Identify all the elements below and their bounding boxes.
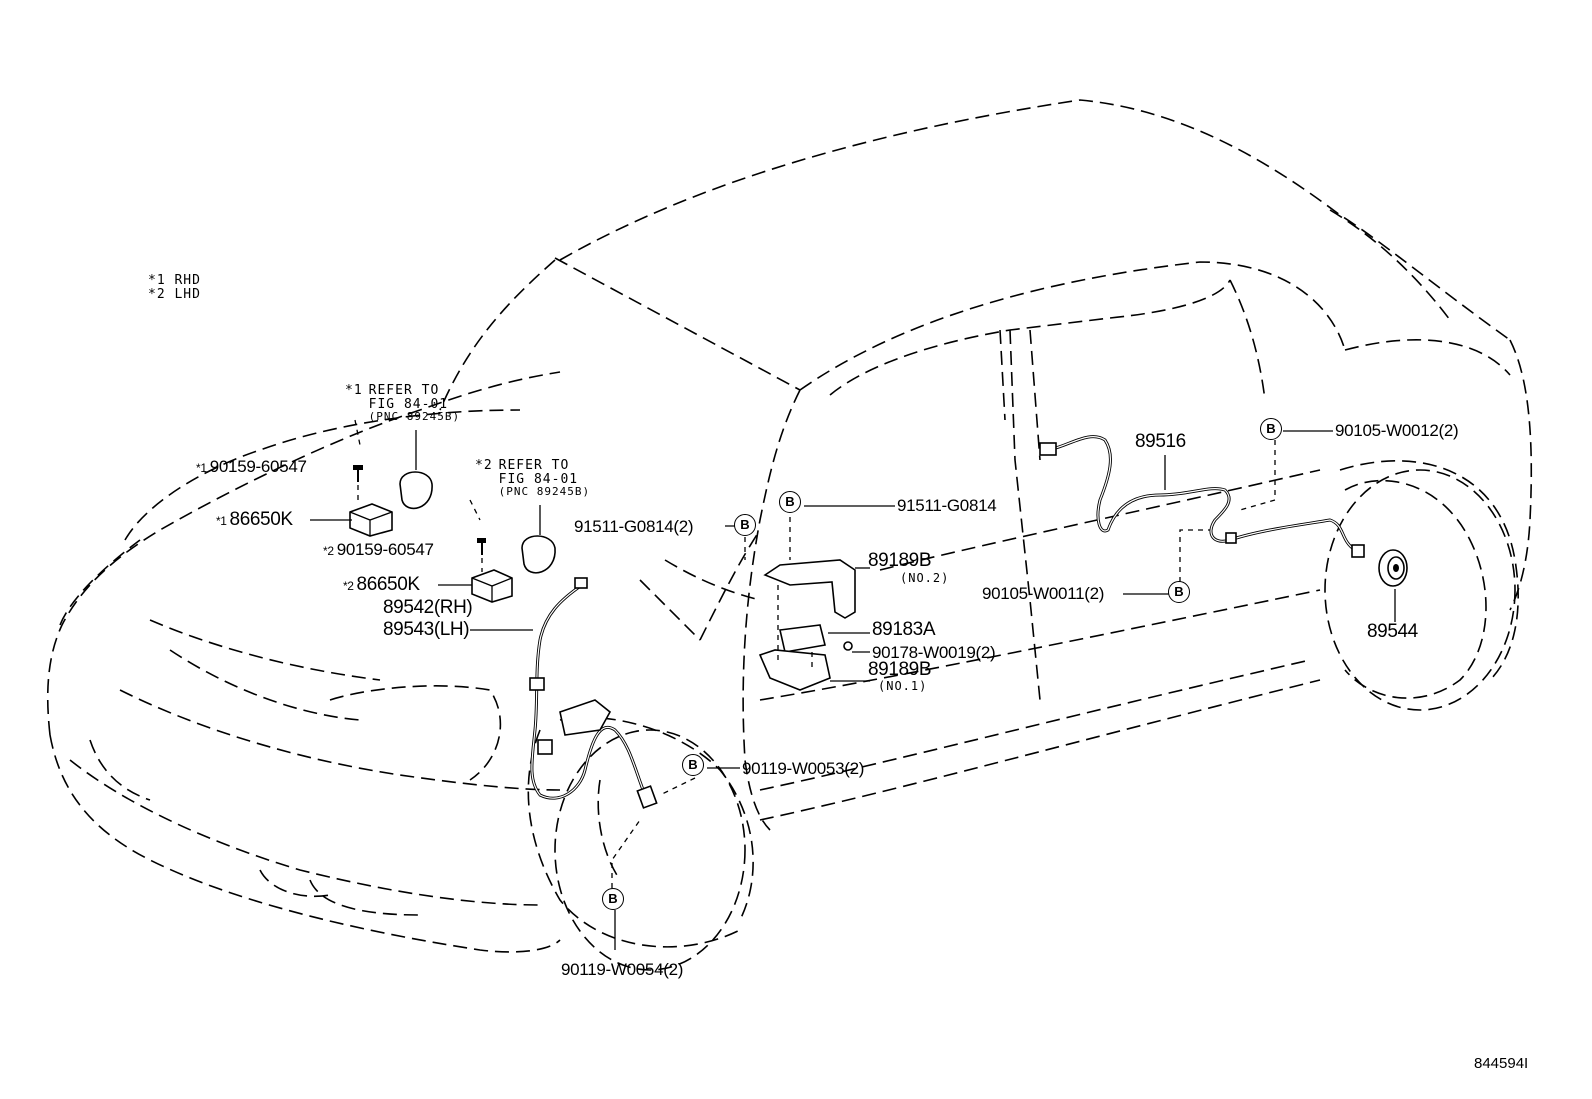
skid-control-assembly xyxy=(758,559,856,691)
note-rhd: *1 RHD xyxy=(148,273,201,288)
label-nut: 90178-W0019(2) xyxy=(872,643,996,662)
refer-rhd-line1: REFER TO xyxy=(368,383,440,398)
label-computer: 89183A xyxy=(872,619,936,640)
label-front-wire-rh: 89542(RH) xyxy=(383,597,473,618)
bolt-mark-front-mid: B xyxy=(682,754,704,776)
label-bracket-no1-sub: (NO.1) xyxy=(878,679,928,693)
label-clip-front: 91511-G0814(2) xyxy=(574,517,694,536)
label-bolt-rear-lower: 90105-W0011(2) xyxy=(982,584,1105,603)
label-sensor-rhd-mark: *1 xyxy=(216,514,227,528)
label-bolt-front-mid: 90119-W0053(2) xyxy=(742,759,865,778)
yaw-sensor-lhd xyxy=(471,569,513,603)
label-screw-rhd-text: 90159-60547 xyxy=(209,457,307,476)
front-wheel-area xyxy=(554,729,746,971)
leader-lines xyxy=(310,419,1396,950)
refer-lhd-line2: FIG 84-01 xyxy=(498,471,579,487)
label-screw-rhd-mark: *1 xyxy=(196,461,207,475)
label-bracket-no2-sub: (NO.2) xyxy=(900,571,950,585)
label-bolt-front-low: 90119-W0054(2) xyxy=(561,960,684,979)
car-body-outline xyxy=(46,99,1533,953)
refer-lhd-mark: *2 xyxy=(475,458,493,473)
screw-lhd xyxy=(477,538,486,572)
refer-rhd-line3: (PNC 89245B) xyxy=(368,410,461,424)
bolt-mark-rear-lower: B xyxy=(1168,581,1190,603)
label-bracket-no2: 89189B xyxy=(868,550,932,571)
bolt-mark-front-low: B xyxy=(602,888,624,910)
legend-notes: *1 RHD *2 LHD xyxy=(148,274,201,301)
bolt-mark-rear-upper: B xyxy=(1260,418,1282,440)
front-speed-sensor-wire xyxy=(470,577,658,809)
label-front-wire-lh: 89543(LH) xyxy=(383,619,470,640)
label-bracket-no1: 89189B xyxy=(868,659,932,680)
steering-sensor-rhd xyxy=(399,430,433,510)
label-rear-rotor: 89544 xyxy=(1367,621,1418,642)
bolt-mark-clip-front: B xyxy=(734,514,756,536)
yaw-sensor-rhd xyxy=(349,503,393,537)
rear-sensor-rotor xyxy=(1378,549,1408,587)
refer-lhd-line3: (PNC 89245B) xyxy=(498,485,591,499)
figure-id: 844594I xyxy=(1474,1055,1529,1072)
rear-speed-sensor-wire xyxy=(1039,435,1365,558)
label-clip-center: 91511-G0814 xyxy=(897,496,997,515)
screw-rhd xyxy=(353,465,363,505)
refer-rhd-mark: *1 xyxy=(345,383,363,398)
label-screw-lhd-text: 90159-60547 xyxy=(336,540,434,559)
label-bolt-rear-upper: 90105-W0012(2) xyxy=(1335,421,1459,440)
label-screw-lhd-mark: *2 xyxy=(323,544,334,558)
steering-sensor-lhd xyxy=(521,505,556,574)
label-sensor-rhd-text: 86650K xyxy=(229,509,294,530)
bolt-mark-clip-center: B xyxy=(779,491,801,513)
label-sensor-lhd-mark: *2 xyxy=(343,579,354,593)
label-sensor-lhd-text: 86650K xyxy=(356,574,421,595)
note-lhd: *2 LHD xyxy=(148,286,201,302)
rear-wheel-area xyxy=(1324,469,1516,711)
label-rear-wire: 89516 xyxy=(1135,431,1186,452)
refer-rhd-line2: FIG 84-01 xyxy=(368,396,449,412)
refer-lhd-line1: REFER TO xyxy=(498,458,570,473)
